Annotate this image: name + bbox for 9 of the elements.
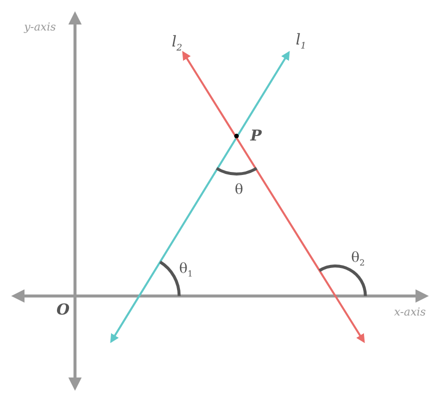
angle-label: θ$_{2}$	[351, 250, 365, 268]
line-label: l$_{2}$	[172, 34, 182, 54]
point-label: P	[250, 128, 262, 144]
axis-label: x-axis	[394, 306, 426, 318]
axis-label: y-axis	[24, 22, 56, 32]
angle-label: θ	[234, 183, 244, 197]
origin-label: O	[56, 302, 70, 318]
angle-label: θ$_{1}$	[179, 262, 193, 278]
line-label: l$_{1}$	[296, 32, 306, 52]
